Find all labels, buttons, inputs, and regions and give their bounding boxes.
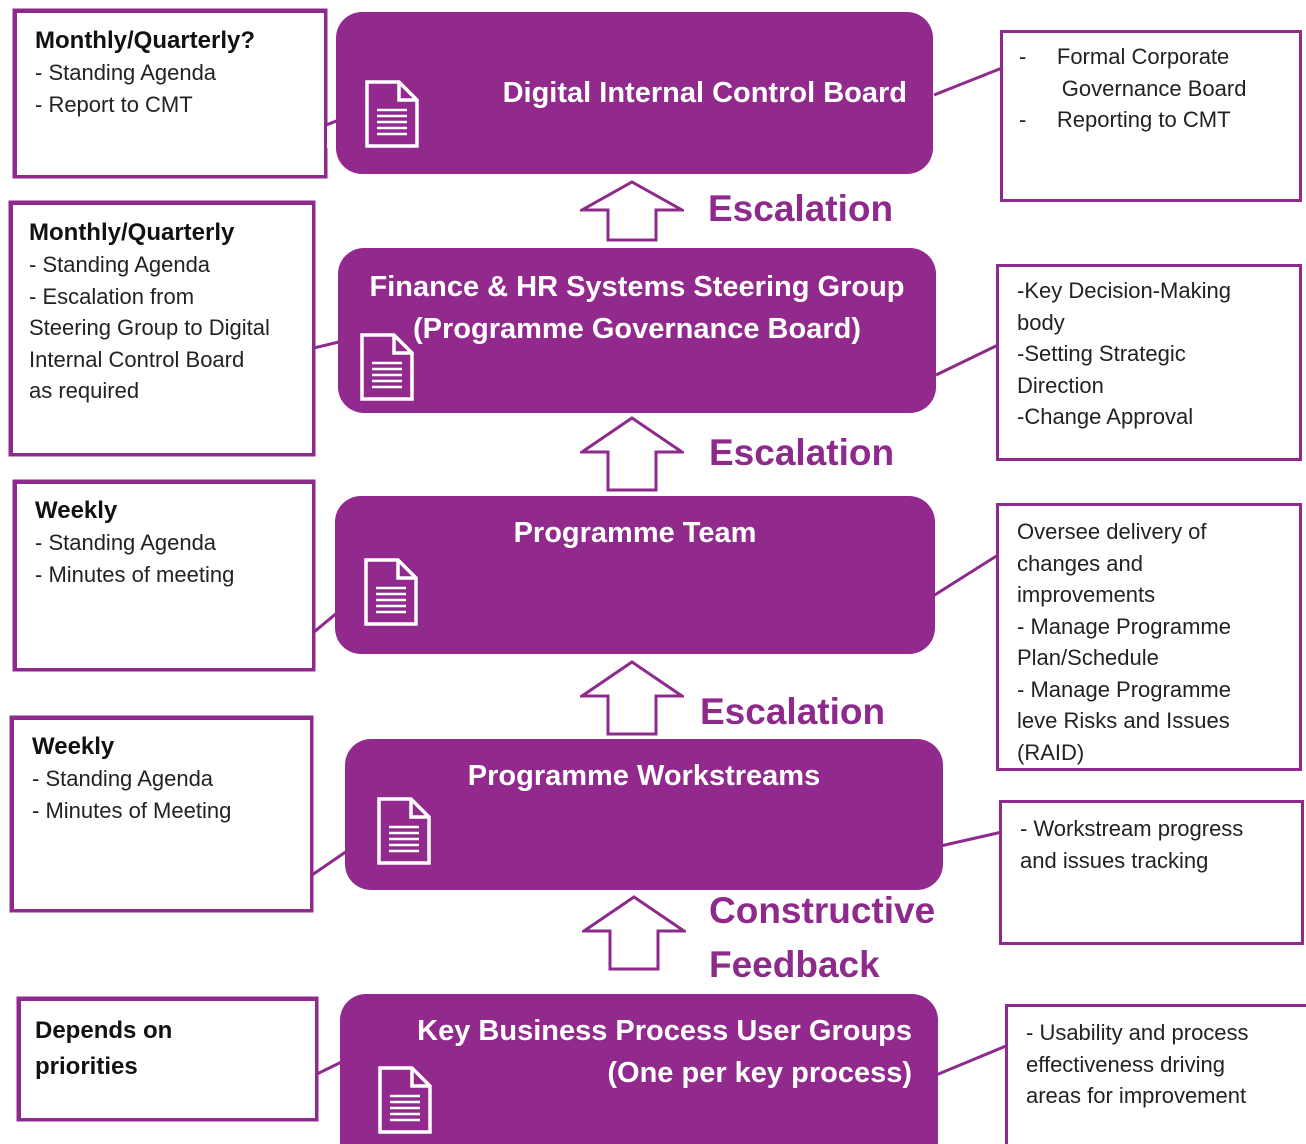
up-arrow-icon [580,660,684,736]
tier-title-line: Finance & HR Systems Steering Group [369,271,905,303]
note-line: leve Risks and Issues [1017,708,1230,733]
tier-box: Finance & HR Systems Steering Group (Pro… [338,248,936,413]
tier-title-line: Programme Workstreams [467,760,821,792]
note-line: Oversee delivery of [1017,519,1207,544]
connector-right-1 [933,66,1003,97]
note-line: - Usability and process [1026,1020,1249,1045]
tier-box: Digital Internal Control Board [336,12,933,174]
note-line: areas for improvement [1026,1083,1247,1108]
document-icon [364,558,418,626]
note-heading: Weekly [35,497,118,524]
document-icon [365,80,419,148]
tier-title: Programme Workstreams [345,755,943,797]
note-line: - Standing Agenda [32,766,214,791]
feedback-label-line: Constructive [709,890,936,931]
frequency-note: Monthly/Quarterly? - Standing Agenda - R… [14,10,327,178]
role-note: - Workstream progress and issues trackin… [999,800,1304,945]
note-line: - Minutes of meeting [35,561,235,587]
role-note: Oversee delivery of changes and improvem… [996,503,1302,771]
note-heading: priorities [35,1053,138,1080]
note-line: - Manage Programme [1017,613,1231,639]
note-line: - Escalation from [29,283,195,309]
tier-title-line: (Programme Governance Board) [412,313,861,345]
note-line: - Standing Agenda [29,252,211,277]
note-heading: Monthly/Quarterly? [35,27,256,54]
frequency-note: Weekly - Standing Agenda - Minutes of me… [14,481,315,671]
role-note: - Formal Corporate Governance Board - Re… [1000,30,1302,202]
tier-box: Programme Workstreams [345,739,943,890]
note-line: changes and [1017,550,1143,576]
feedback-label-line: Feedback [709,944,880,985]
note-line: - Manage Programme [1017,676,1231,702]
note-line: Steering Group to Digital [29,315,270,340]
connector-right-2 [935,343,999,377]
note-line: -Setting Strategic [1017,341,1186,366]
tier-box: Key Business Process User Groups (One pe… [340,994,938,1144]
note-line: -Key Decision-Making [1017,278,1231,303]
note-line: Plan/Schedule [1017,645,1159,670]
frequency-note: Monthly/Quarterly - Standing Agenda - Es… [10,202,315,456]
escalation-label: Escalation [708,188,894,229]
tier-title-line: Programme Team [513,517,757,549]
tier-title: Programme Team [335,512,935,554]
up-arrow-icon [580,180,684,242]
tier-title-line: Key Business Process User Groups [417,1015,912,1047]
tier-title-line: Digital Internal Control Board [502,77,907,109]
note-line: - Report to CMT [35,91,193,117]
note-heading: Monthly/Quarterly [29,219,235,246]
role-note: -Key Decision-Making body -Setting Strat… [996,264,1302,461]
document-icon [377,797,431,865]
note-line: - Formal Corporate [1019,44,1230,69]
note-line: body [1017,309,1065,335]
document-icon [360,333,414,401]
tier-title: Key Business Process User Groups (One pe… [417,1010,912,1094]
feedback-label: Constructive Feedback [709,884,935,992]
note-line: Direction [1017,372,1104,398]
note-line: as required [29,378,140,403]
frequency-note: Depends on priorities [18,998,318,1121]
escalation-label: Escalation [700,691,886,732]
tier-title: Finance & HR Systems Steering Group (Pro… [338,266,936,350]
frequency-note: Weekly - Standing Agenda - Minutes of Me… [11,717,313,912]
note-line: - Standing Agenda [35,60,217,85]
note-line: Internal Control Board [29,346,245,372]
up-arrow-icon [582,895,686,971]
note-line: - Minutes of Meeting [32,797,232,823]
note-line: Governance Board [1019,75,1247,101]
note-line: - Standing Agenda [35,530,217,555]
note-line: (RAID) [1017,739,1085,765]
note-line: -Change Approval [1017,404,1194,429]
document-icon [378,1066,432,1134]
note-line: improvements [1017,582,1156,607]
tier-title: Digital Internal Control Board [503,72,907,114]
note-heading: Weekly [32,733,115,760]
note-line: and issues tracking [1020,847,1209,873]
note-line: - Reporting to CMT [1019,107,1231,132]
note-line: - Workstream progress [1020,816,1244,841]
tier-title-line: (One per key process) [607,1057,912,1089]
up-arrow-icon [580,416,684,492]
tier-box: Programme Team [335,496,935,654]
role-note: - Usability and process effectiveness dr… [1005,1004,1306,1144]
note-heading: Depends on [35,1017,173,1044]
note-line: effectiveness driving [1026,1051,1225,1077]
escalation-label: Escalation [709,432,895,473]
